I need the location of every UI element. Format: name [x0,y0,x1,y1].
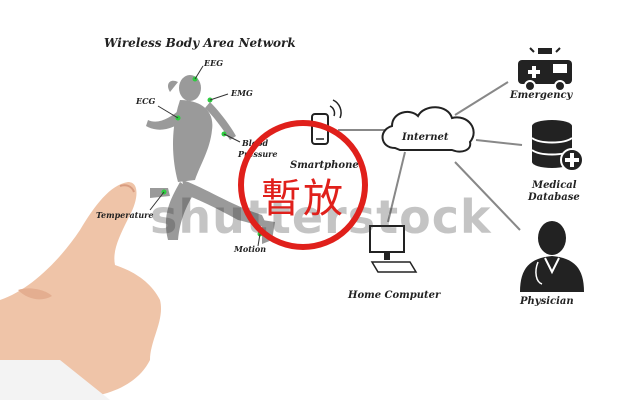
label-ecg: ECG [136,96,156,106]
siren-ray-left [529,47,535,53]
label-emg: EMG [231,88,253,98]
label-emergency: Emergency [510,90,573,101]
runner-head [179,75,201,101]
leader-eeg [194,65,204,80]
ambulance-icon [518,47,572,92]
database-icon [531,120,584,172]
siren-ray-right [555,47,561,53]
diagram-title: Wireless Body Area Network [104,36,296,50]
runner-front-arm [205,102,236,140]
red-stamp-circle: 暫放 [238,120,368,250]
runner-hair [167,80,178,92]
label-motion: Motion [234,244,267,254]
wifi-wave-large [332,99,342,119]
label-internet: Internet [402,132,449,143]
sensor-leader-lines [149,65,261,247]
plus-horizontal [565,158,579,162]
computer-stand [384,252,390,260]
connector-lines [338,81,523,231]
label-home-computer: Home Computer [348,290,441,301]
label-medical-database-1: Medical [532,180,577,191]
leader-emg [209,93,229,101]
database-band-1 [531,137,573,144]
leader-motion [257,233,261,247]
line-internet-emergency [454,81,509,116]
ambulance-wheel-front [554,80,566,92]
hand-fingernail [119,184,135,193]
leader-ecg [157,105,179,119]
physician-icon [520,221,584,292]
physician-head [538,221,566,255]
physician-collar [544,257,560,275]
line-internet-physician [454,161,521,231]
ambulance-cross-h [528,70,540,74]
ambulance-siren [538,48,552,54]
hand-thumb [18,288,52,300]
stamp-text: 暫放 [261,176,345,222]
wifi-wave-small [329,105,336,117]
hand-image [0,182,162,400]
label-physician: Physician [520,296,574,307]
line-internet-database [475,139,523,146]
label-temperature: Temperature [96,210,154,220]
computer-icon [369,225,418,273]
ambulance-window [553,64,567,73]
stethoscope [535,261,543,285]
label-medical-database-2: Database [528,192,580,203]
line-internet-computer [387,151,406,223]
runner-back-arm [146,108,188,130]
hand-skin [0,182,162,400]
label-eeg: EEG [204,58,224,68]
ambulance-wheel-rear [524,80,536,92]
leader-blood-pressure [223,133,241,143]
runner-back-leg [165,182,195,240]
computer-keyboard [370,261,418,273]
leader-temperature [149,191,165,211]
hand-sleeve [0,360,110,400]
cloud-icon [381,106,475,153]
